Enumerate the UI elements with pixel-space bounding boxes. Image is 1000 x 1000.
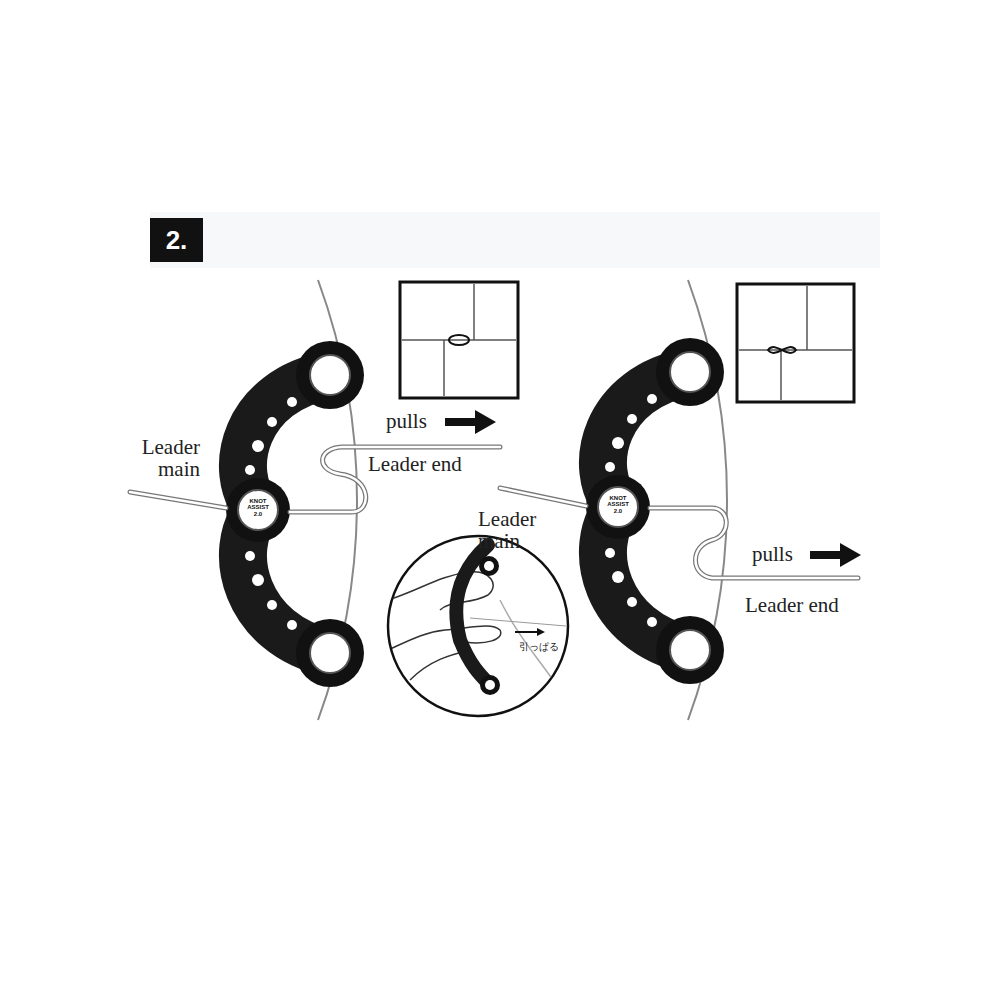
step-number-text: 2. [166,225,188,256]
knob-text: KNOT ASSIST 2.0 [243,498,273,517]
leader-end-label: Leader end [368,453,462,475]
leader-main-label: Leader main [478,508,560,552]
pull-label: pulls [386,410,427,432]
step-number: 2. [150,218,203,262]
knob-text: KNOT ASSIST 2.0 [603,495,633,514]
leader-main-label: Leader main [118,436,200,480]
pull-label: pulls [752,543,793,565]
leader-end-label: Leader end [745,594,839,616]
pull-label-jp: 引っぱる [519,640,559,654]
